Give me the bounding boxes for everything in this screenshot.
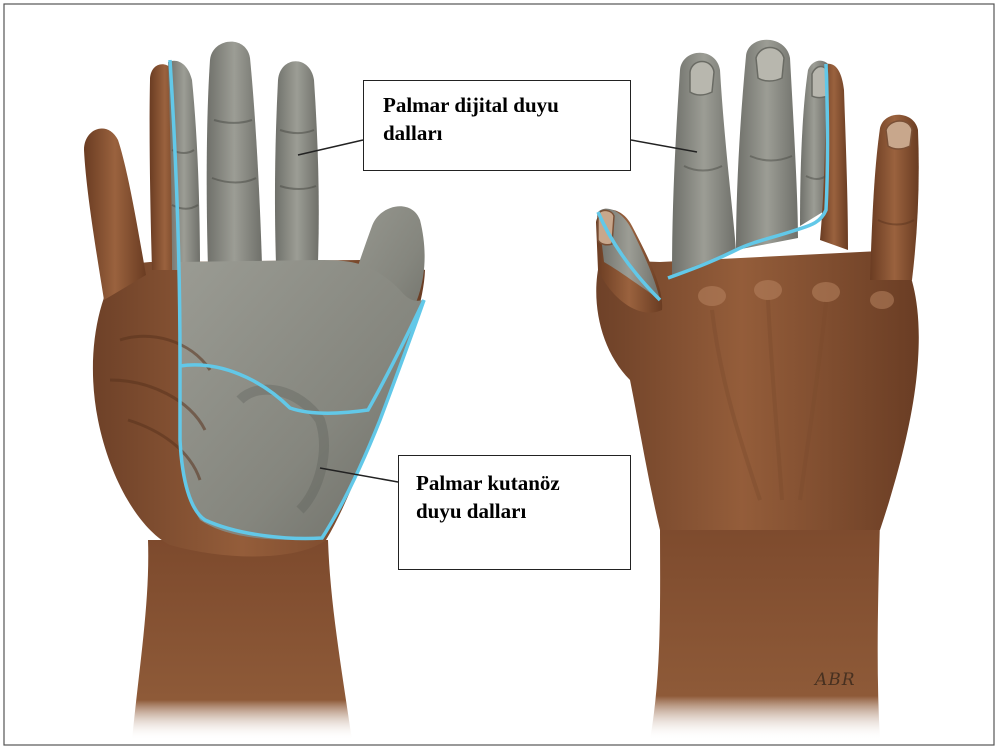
palm-index-finger — [275, 61, 319, 264]
label-palmar-cutaneous-line2: duyu dalları — [416, 497, 620, 525]
dorsal-wrist — [650, 520, 880, 740]
label-palmar-digital: Palmar dijital duyu dalları — [363, 80, 631, 171]
artist-signature: ABR — [815, 670, 856, 690]
label-palmar-cutaneous-line1: Palmar kutanöz — [416, 469, 620, 497]
label-palmar-digital-line2: dalları — [383, 119, 620, 147]
palm-wrist — [132, 540, 352, 740]
label-palmar-digital-line1: Palmar dijital duyu — [383, 91, 620, 119]
label-palmar-cutaneous: Palmar kutanöz duyu dalları — [398, 455, 631, 570]
